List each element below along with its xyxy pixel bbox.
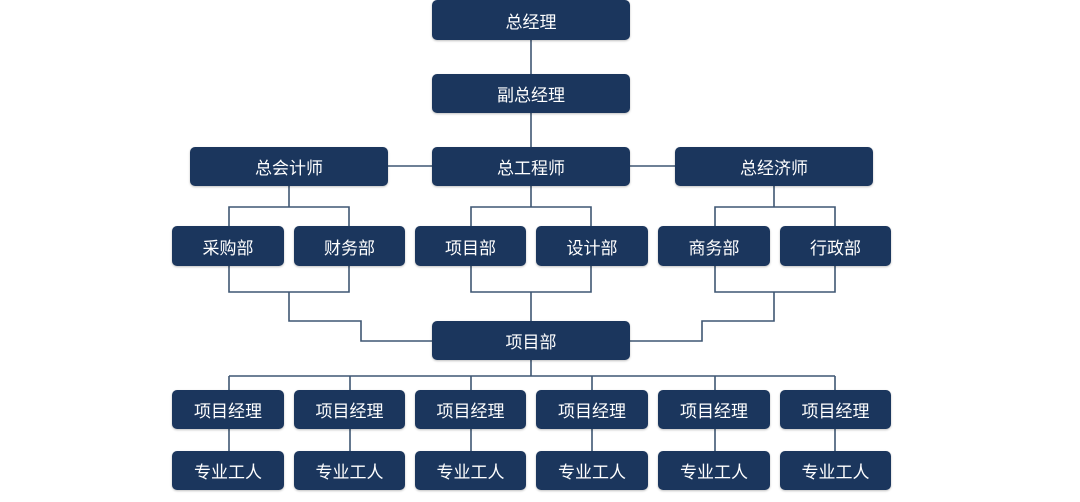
node-dept-admin: 行政部 — [780, 226, 891, 266]
node-label: 专业工人 — [194, 463, 262, 483]
node-label: 商务部 — [688, 238, 740, 259]
node-chief-economist: 总经济师 — [675, 147, 873, 186]
connector-economist-depts — [714, 186, 836, 226]
node-label: 总会计师 — [255, 159, 323, 179]
node-worker-5: 专业工人 — [658, 451, 770, 490]
connector-accountant-depts — [228, 186, 350, 226]
node-label: 专业工人 — [436, 463, 505, 483]
node-label: 项目经理 — [315, 402, 384, 422]
node-label: 设计部 — [566, 238, 618, 259]
node-label: 项目部 — [445, 238, 496, 259]
node-worker-1: 专业工人 — [172, 451, 284, 490]
node-dept-business: 商务部 — [658, 226, 770, 266]
node-worker-3: 专业工人 — [415, 451, 526, 490]
node-worker-6: 专业工人 — [780, 451, 891, 490]
node-worker-4: 专业工人 — [536, 451, 648, 490]
node-chief-accountant: 总会计师 — [190, 147, 388, 186]
node-dept-design: 设计部 — [536, 226, 648, 266]
node-label: 总工程师 — [497, 159, 565, 179]
node-label: 行政部 — [810, 238, 861, 259]
node-label: 专业工人 — [315, 463, 384, 483]
node-label: 项目部 — [505, 333, 557, 353]
node-label: 专业工人 — [680, 463, 748, 483]
node-deputy: 副总经理 — [432, 74, 630, 113]
node-label: 项目经理 — [680, 402, 748, 422]
connector-right-depts-project — [630, 266, 836, 342]
connector-managers-workers — [228, 429, 836, 451]
node-chief-engineer: 总工程师 — [432, 147, 630, 186]
connector-project-managers — [228, 360, 836, 390]
connector-mid-depts-project — [470, 266, 592, 321]
node-label: 财务部 — [324, 238, 375, 259]
node-dept-project: 项目部 — [415, 226, 526, 266]
node-label: 采购部 — [202, 238, 254, 259]
node-worker-2: 专业工人 — [294, 451, 405, 490]
node-project-manager-3: 项目经理 — [415, 390, 526, 429]
node-project-manager-4: 项目经理 — [536, 390, 648, 429]
node-label: 副总经理 — [497, 86, 565, 106]
node-label: 总经理 — [505, 12, 557, 33]
node-label: 项目经理 — [436, 402, 505, 422]
node-label: 项目经理 — [558, 402, 626, 422]
connector-engineer-depts — [470, 186, 592, 226]
node-ceo: 总经理 — [432, 0, 630, 40]
node-dept-finance: 财务部 — [294, 226, 405, 266]
node-project-manager-2: 项目经理 — [294, 390, 405, 429]
connector-left-depts-project — [228, 266, 432, 342]
node-project-manager-1: 项目经理 — [172, 390, 284, 429]
node-project-dept: 项目部 — [432, 321, 630, 360]
node-project-manager-5: 项目经理 — [658, 390, 770, 429]
node-dept-procurement: 采购部 — [172, 226, 284, 266]
node-label: 项目经理 — [194, 402, 262, 422]
node-label: 总经济师 — [740, 159, 808, 179]
node-label: 专业工人 — [801, 463, 870, 483]
node-label: 项目经理 — [801, 402, 870, 422]
node-project-manager-6: 项目经理 — [780, 390, 891, 429]
node-label: 专业工人 — [558, 463, 626, 483]
